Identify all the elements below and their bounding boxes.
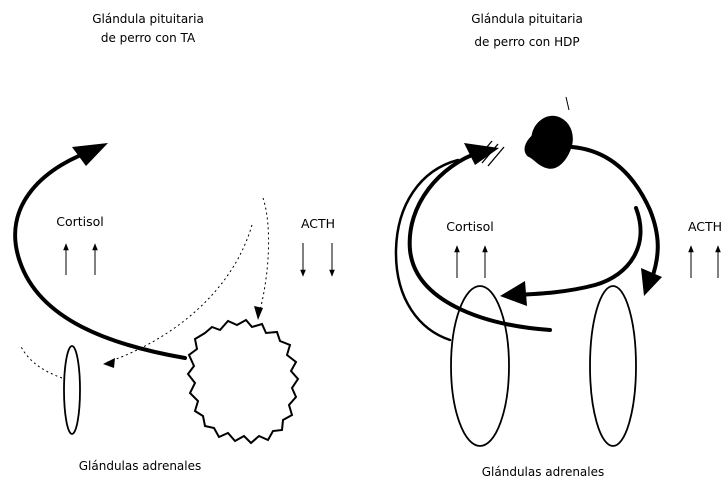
left-title-line2: de perro con TA <box>101 31 196 45</box>
left-title-line1: Glándula pituitaria <box>92 12 204 26</box>
left-dotted-path-adrenal <box>20 345 62 378</box>
right-footer-label: Glándulas adrenales <box>482 465 605 479</box>
left-panel: Glándula pituitaria de perro con TA Cort… <box>15 12 335 473</box>
right-pituitary-adenoma <box>525 116 572 168</box>
right-cortisol-curve-inner <box>515 208 641 295</box>
right-adrenal-left <box>451 286 509 446</box>
left-dotted-path-pituitary <box>258 198 269 318</box>
right-pituitary-tick <box>566 97 569 110</box>
right-acth-label: ACTH <box>688 219 722 234</box>
left-adrenal-tumor <box>188 320 298 443</box>
right-title-line1: Glándula pituitaria <box>471 12 583 26</box>
right-outer-loop <box>396 160 458 340</box>
right-acth-loop-outer <box>572 147 658 278</box>
left-dotted-arrowhead-2 <box>103 358 115 368</box>
right-adrenal-right <box>590 286 636 446</box>
left-feedback-curve <box>15 148 185 358</box>
left-footer-label: Glándulas adrenales <box>79 459 202 473</box>
left-cortisol-label: Cortisol <box>56 214 104 229</box>
right-feedback-curve <box>410 152 550 330</box>
left-acth-label: ACTH <box>301 216 335 231</box>
left-dotted-arrowhead-1 <box>254 306 263 320</box>
right-title-line2: de perro con HDP <box>474 35 579 49</box>
right-inner-arrowhead <box>500 281 527 306</box>
left-adrenal-atrophic <box>64 346 80 434</box>
right-panel: Glándula pituitaria de perro con HDP Cor… <box>396 12 722 479</box>
right-acth-arrowhead <box>641 268 662 296</box>
right-cortisol-label: Cortisol <box>446 219 494 234</box>
